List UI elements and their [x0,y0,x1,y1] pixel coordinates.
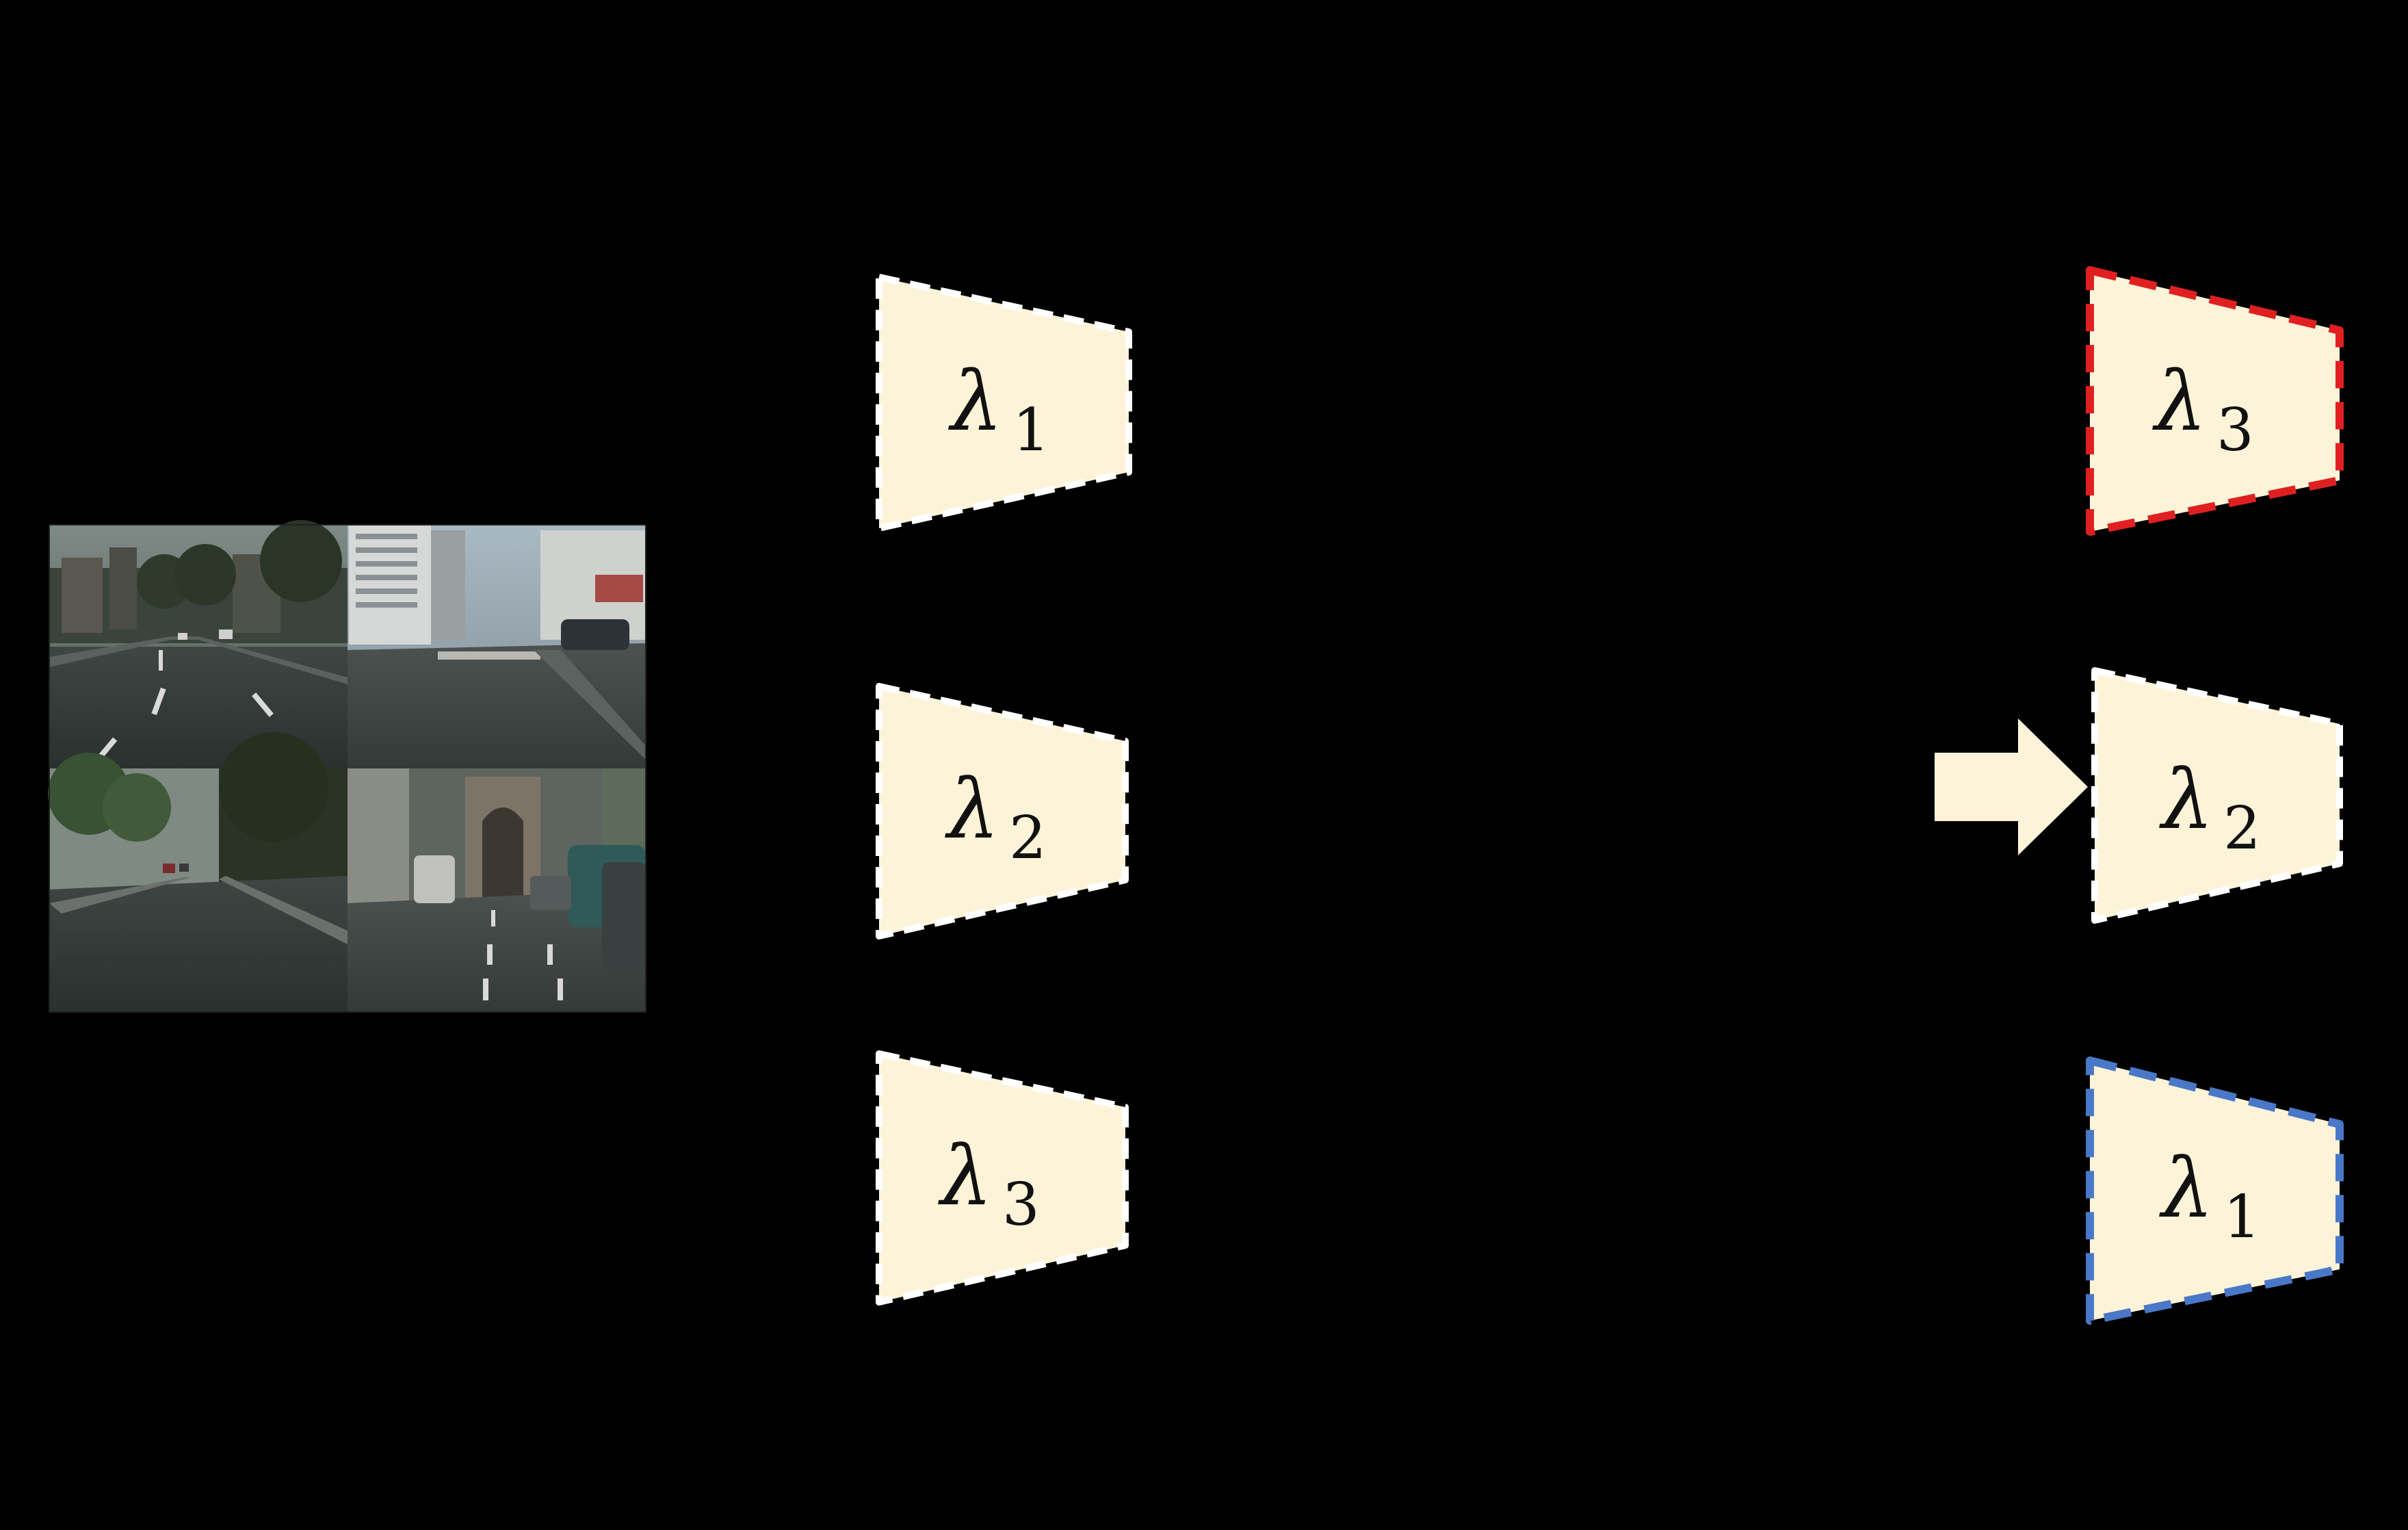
right-block-lambda-1-subscript: 1 [2223,1183,2261,1252]
right-block-lambda-1-selected: λ 1 [2086,1056,2344,1325]
street-tile-2 [348,525,646,768]
right-arrow-icon [1935,718,2088,855]
right-block-lambda-1-label: λ [2159,1141,2214,1236]
left-block-lambda-2: λ 2 [876,683,1129,939]
left-block-lambda-3-subscript: 3 [1002,1171,1040,1239]
left-block-lambda-2-label: λ [945,762,999,857]
right-block-lambda-3-label: λ [2152,354,2207,450]
street-tile-3 [48,732,348,1012]
left-block-lambda-1: λ 1 [876,274,1132,532]
right-block-lambda-2: λ 2 [2091,667,2343,924]
right-block-lambda-2-label: λ [2159,753,2214,848]
street-tile-4 [348,768,646,1012]
left-block-lambda-3: λ 3 [876,1050,1129,1306]
input-image-grid [48,520,646,1013]
street-tile-1 [49,520,348,768]
left-block-lambda-1-label: λ [948,354,1003,450]
right-block-lambda-3-subscript: 3 [2216,396,2254,465]
left-block-lambda-3-label: λ [938,1129,993,1224]
right-block-lambda-3-selected: λ 3 [2086,266,2344,536]
left-block-lambda-1-subscript: 1 [1012,396,1050,465]
left-block-lambda-2-subscript: 2 [1009,804,1047,872]
right-block-lambda-2-subscript: 2 [2223,794,2261,863]
